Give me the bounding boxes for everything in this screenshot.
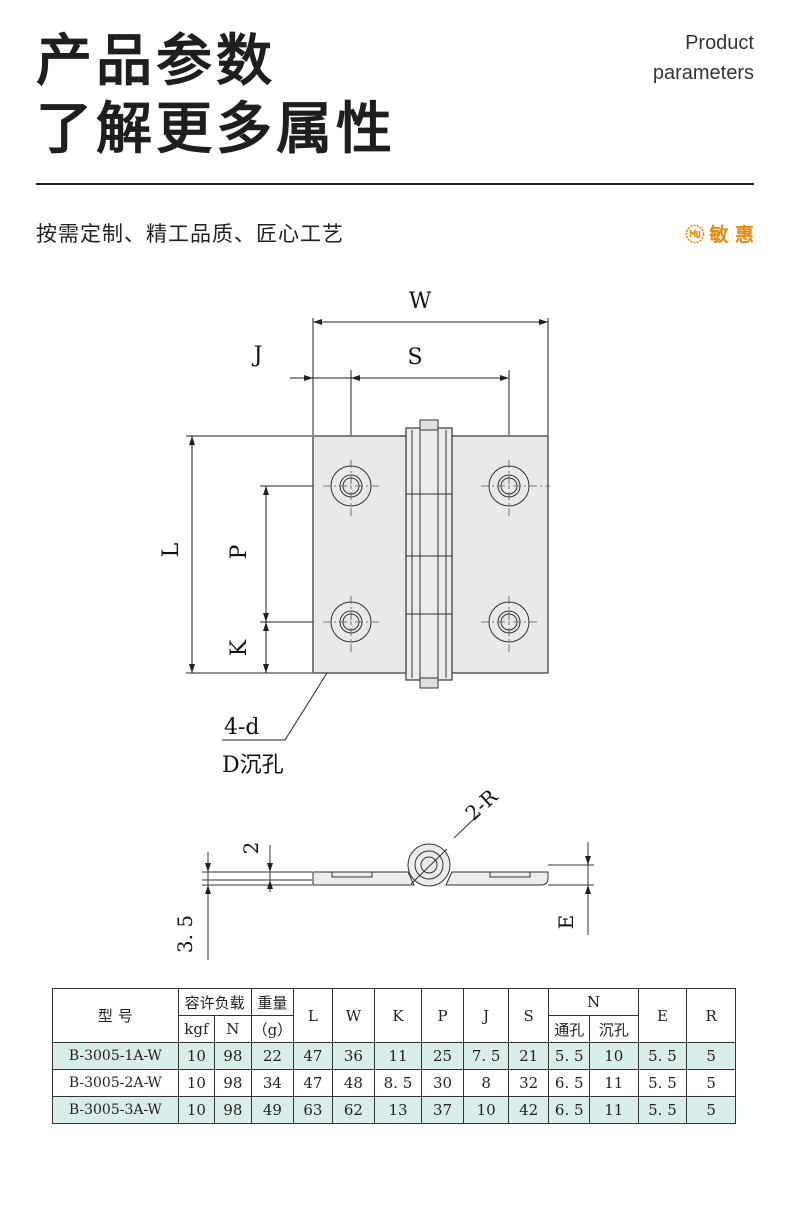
- header-j: J: [463, 988, 509, 1043]
- brand-name: 敏 惠: [709, 224, 754, 246]
- label-l: L: [159, 542, 184, 557]
- title-line-1: 产品参数: [36, 29, 276, 94]
- header-w: W: [331, 988, 376, 1043]
- label-radius: 2-R: [460, 784, 502, 826]
- label-p: P: [227, 544, 252, 559]
- label-k: K: [227, 639, 252, 656]
- label-s: S: [407, 345, 422, 370]
- title-line-2: 了解更多属性: [36, 97, 396, 162]
- header-newton: N: [214, 1015, 252, 1043]
- label-e: E: [554, 915, 578, 930]
- english-title-line-1: Product: [685, 32, 754, 54]
- header-n: N: [548, 988, 639, 1016]
- header-s: S: [507, 988, 550, 1043]
- hinge-drawing: W J S L P K 4-d D沉孔 2 3. 5 E 2-R: [159, 289, 594, 960]
- table-row: B-3005-3A-W 10 98 49 63 62 13 37 10 42 6…: [52, 1096, 736, 1124]
- spec-table: 型 号 容许负载 重量 L W K P J S N E R kgf N （g） …: [52, 988, 736, 1124]
- header-divider: [36, 183, 754, 185]
- label-j: J: [252, 343, 263, 368]
- header-r: R: [686, 988, 736, 1043]
- header-through-hole: 通孔: [548, 1015, 590, 1043]
- header-model: 型 号: [52, 988, 179, 1043]
- page-title: 产品参数 了解更多属性: [36, 28, 396, 164]
- table-row: B-3005-2A-W 10 98 34 47 48 8. 5 30 8 32 …: [52, 1069, 736, 1097]
- brand-logo-icon: [686, 224, 705, 243]
- label-hole-count: 4-d: [224, 715, 260, 740]
- english-title: Product parameters: [653, 28, 754, 88]
- label-w: W: [409, 289, 432, 314]
- header-p: P: [420, 988, 465, 1043]
- label-thickness-35: 3. 5: [173, 915, 197, 953]
- header-load: 容许负载: [177, 988, 252, 1016]
- brand: 敏 惠: [685, 220, 754, 247]
- header-weight: 重量: [250, 988, 295, 1016]
- header-kgf: kgf: [177, 1015, 216, 1043]
- header-k: K: [374, 988, 422, 1043]
- table-row: B-3005-1A-W 10 98 22 47 36 11 25 7. 5 21…: [52, 1042, 736, 1070]
- label-thickness-2: 2: [239, 842, 263, 855]
- header-counterbore: 沉孔: [588, 1015, 639, 1043]
- header-l: L: [293, 988, 333, 1043]
- label-counterbore: D沉孔: [222, 753, 284, 778]
- header-e: E: [637, 988, 688, 1043]
- english-title-line-2: parameters: [652, 62, 754, 84]
- slogan: 按需定制、精工品质、匠心工艺: [36, 222, 344, 246]
- header-grams: （g）: [250, 1015, 295, 1043]
